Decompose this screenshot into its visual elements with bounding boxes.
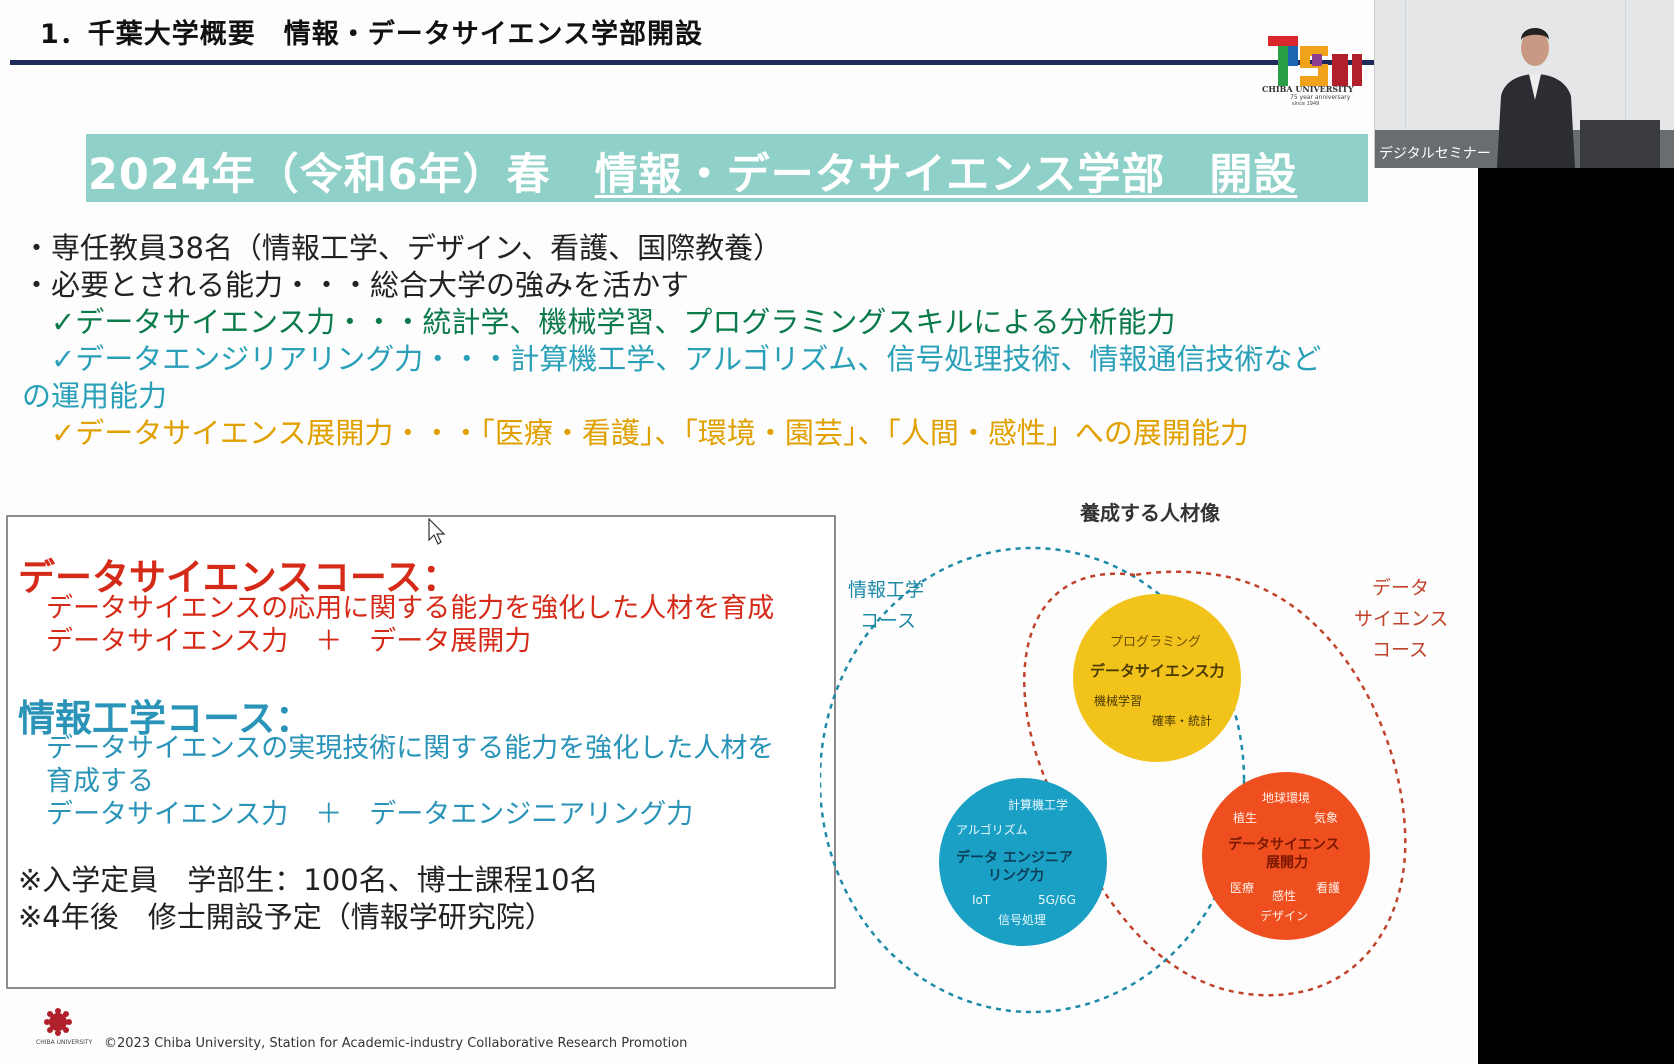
copyright-footer: ©2023 Chiba University, Station for Acad…: [104, 1036, 688, 1051]
logo-anniversary: 75 year anniversary: [1290, 94, 1351, 101]
bullet-item: ・専任教員38名（情報工学、デザイン、看護、国際教養）: [22, 231, 783, 265]
bullet-item: の運用能力: [22, 379, 168, 413]
bullet-item: ✓データサイエンス展開力・・・「医療・看護」、「環境・園芸」、「人間・感性」への…: [22, 416, 1249, 450]
slide-header-title: 1．千葉大学概要 情報・データサイエンス学部開設: [40, 19, 703, 50]
ie-course-text: データサイエンスの実現技術に関する能力を強化した人材を 育成する データサイエン…: [46, 732, 774, 831]
note-line: ※4年後 修士開設予定（情報学研究院）: [18, 900, 554, 934]
bullet-item: ✓データサイエンス力・・・統計学、機械学習、プログラミングスキルによる分析能力: [22, 305, 1176, 339]
blue-keyword: 5G/6G: [1038, 893, 1076, 907]
orange-keyword: 気象: [1314, 810, 1338, 825]
blue-keyword: 信号処理: [998, 913, 1046, 927]
blue-keyword: アルゴリズム: [956, 822, 1028, 837]
mouse-cursor-icon: [428, 518, 446, 545]
presenter-video-feed: [1375, 0, 1674, 168]
diagram-title: 養成する人材像: [1079, 501, 1221, 525]
ie-course-line: 育成する: [46, 766, 154, 797]
note-line: ※入学定員 学部生：100名、博士課程10名: [18, 863, 599, 897]
ds-course-text: データサイエンスの応用に関する能力を強化した人材を育成 データサイエンス力 ＋ …: [46, 592, 774, 658]
blue-main-label: データ エンジニア: [956, 849, 1073, 866]
presentation-slide: 1．千葉大学概要 情報・データサイエンス学部開設 CHIBA UNIVERSIT…: [0, 0, 1478, 1064]
ds-course-region: [1023, 570, 1407, 997]
bullet-item: ・必要とされる能力・・・総合大学の強みを活かす: [22, 268, 690, 302]
banner-lead: 2024年（令和6年）春: [88, 150, 595, 200]
ie-course-heading: 情報工学コース：: [18, 697, 313, 740]
banner-main: 情報・データサイエンス学部 開設: [594, 150, 1298, 200]
ds-course-line: データサイエンス力 ＋ データ展開力: [46, 626, 532, 657]
data-science-skill-circle: [1073, 594, 1241, 762]
orange-keyword: 医療: [1230, 881, 1254, 895]
blue-keyword: IoT: [972, 893, 991, 907]
orange-keyword: 感性: [1272, 888, 1296, 903]
data-science-deployment-circle: [1202, 772, 1370, 940]
bullet-item: ✓データエンジリアリング力・・・計算機工学、アルゴリズム、信号処理技術、情報通信…: [22, 342, 1322, 376]
yellow-main-label: データサイエンス力: [1090, 662, 1225, 680]
ds-region-label: データ: [1372, 577, 1429, 599]
orange-keyword: 看護: [1316, 880, 1340, 895]
ds-course-line: データサイエンスの応用に関する能力を強化した人材を育成: [46, 593, 775, 624]
orange-main-label: データサイエンス: [1228, 836, 1340, 853]
enrollment-notes: ※入学定員 学部生：100名、博士課程10名 ※4年後 修士開設予定（情報学研究…: [18, 862, 599, 936]
orange-keyword: デザイン: [1260, 908, 1308, 923]
ie-course-region: [820, 546, 1246, 1014]
data-engineering-skill-circle: [939, 778, 1107, 946]
footer-logo-text: CHIBA UNIVERSITY: [36, 1039, 93, 1046]
ds-region-label: サイエンス: [1354, 608, 1448, 630]
talent-venn-diagram: 養成する人材像 情報工学 コース データ サイエンス コース プログラミング デ…: [820, 501, 1448, 1014]
banner-title: 2024年（令和6年）春 情報・データサイエンス学部 開設: [88, 140, 1297, 202]
yellow-keyword: 確率・統計: [1152, 713, 1212, 728]
blue-keyword: 計算機工学: [1008, 797, 1068, 812]
orange-main-label: 展開力: [1266, 854, 1308, 871]
logo-university-name: CHIBA UNIVERSITY: [1262, 84, 1354, 94]
black-margin: [1478, 0, 1674, 1064]
ds-course-heading: データサイエンスコース：: [18, 556, 460, 599]
presenter-video-tile[interactable]: デジタルセミナー: [1374, 0, 1674, 168]
yellow-keyword: 機械学習: [1094, 693, 1142, 708]
courses-box: [6, 515, 836, 989]
chiba-university-logo: [1268, 36, 1362, 86]
chiba-footer-logo-icon: [44, 1008, 72, 1036]
ds-region-label: コース: [1372, 639, 1428, 661]
blue-main-label: リング力: [988, 867, 1044, 884]
logo-since: since 1949: [1292, 101, 1320, 107]
orange-keyword: 植生: [1233, 810, 1257, 825]
ie-region-label: 情報工学: [848, 579, 924, 601]
orange-keyword: 地球環境: [1262, 790, 1310, 805]
yellow-keyword: プログラミング: [1110, 635, 1201, 650]
video-participant-label: デジタルセミナー: [1379, 146, 1491, 162]
ie-course-line: データサイエンスの実現技術に関する能力を強化した人材を: [46, 733, 775, 764]
ie-region-label: コース: [860, 610, 916, 632]
header-rule: [10, 60, 1382, 65]
ie-course-line: データサイエンス力 ＋ データエンジニアリング力: [46, 799, 694, 830]
title-banner: [86, 134, 1368, 202]
bullet-list: ・専任教員38名（情報工学、デザイン、看護、国際教養） ・必要とされる能力・・・…: [22, 230, 1321, 452]
